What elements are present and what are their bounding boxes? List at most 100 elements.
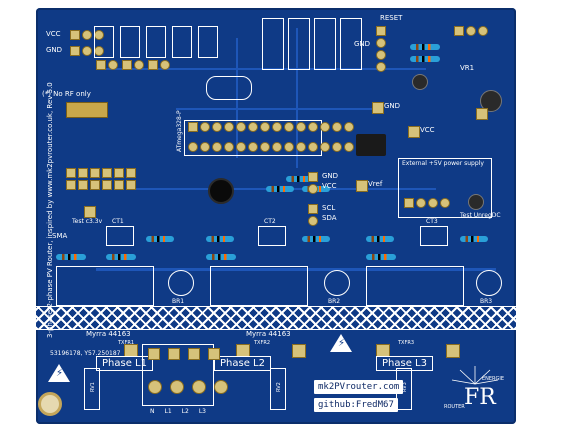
bridge-rectifier — [324, 270, 350, 296]
isolation-barrier — [36, 306, 516, 330]
electrolytic-cap — [208, 178, 234, 204]
ic-chip — [356, 134, 386, 156]
mounting-hole — [38, 392, 62, 416]
resistor — [206, 236, 234, 242]
capacitor — [468, 194, 484, 210]
phase-l2-label: Phase L2 — [214, 356, 271, 371]
board-title-vertical: 3-phase/2-phase PV Router, inspired by w… — [46, 82, 54, 338]
sda-label: SDA — [322, 214, 337, 222]
pin-header — [96, 60, 118, 70]
vcc-label: VCC — [322, 182, 337, 190]
pin-header — [454, 26, 488, 36]
regulator-label: VR1 — [460, 64, 475, 72]
connector-outline — [288, 18, 310, 70]
capacitor — [412, 74, 428, 90]
pin-header — [148, 60, 170, 70]
br3-label: BR3 — [480, 298, 493, 305]
pin-header — [122, 60, 144, 70]
ct1-connector — [106, 226, 134, 246]
mcu-socket — [184, 120, 322, 156]
resistor — [146, 236, 174, 242]
test-label: Test c3.3v — [72, 218, 103, 225]
txfr3-label: TXFR3 — [398, 340, 415, 346]
vcc-label: VCC — [420, 126, 435, 134]
connector-outline — [262, 18, 284, 70]
github-label: github:FredM67 — [314, 398, 398, 412]
gnd-pin-label: GND — [46, 46, 63, 54]
brand-router: ROUTER — [444, 404, 465, 410]
rf-pins — [66, 180, 136, 190]
terminal-pins — [148, 348, 220, 360]
txfr2-label: TXFR2 — [254, 340, 271, 346]
rv1-label: RV1 — [90, 382, 96, 392]
resistor — [206, 254, 236, 260]
pin-header — [70, 30, 104, 40]
brand-energie: ÉNERGIE — [482, 376, 505, 382]
rf-pins — [66, 168, 136, 178]
crystal-outline — [206, 76, 252, 100]
ct3-label: CT3 — [426, 218, 438, 225]
trace — [176, 108, 376, 110]
txfr1-label: TXFR1 — [118, 340, 135, 346]
no-rf-note: (*) No RF only — [42, 90, 91, 98]
connector-outline — [340, 18, 362, 70]
transformer-pad — [292, 344, 306, 358]
reset-header — [376, 26, 386, 72]
varistor-outline — [270, 368, 286, 410]
connector-outline — [172, 26, 192, 58]
trace — [96, 68, 426, 70]
vcc-pad — [408, 126, 420, 138]
ct1-label: CT1 — [112, 218, 124, 225]
vcc-pin-label: VCC — [46, 30, 61, 38]
test-unreg-label: Test UnregDC — [460, 212, 501, 219]
capacitor — [480, 90, 502, 112]
reset-label: RESET — [380, 14, 403, 22]
connector-outline — [198, 26, 218, 58]
resistor — [266, 186, 294, 192]
transformer-outline — [56, 266, 154, 306]
mcu-pins-bottom — [188, 142, 354, 152]
pad — [476, 108, 488, 120]
varistor-outline — [84, 368, 100, 410]
terminal-screws — [148, 380, 228, 394]
external-supply-box — [398, 158, 492, 218]
terminal-labels: N L1 L2 L3 — [150, 408, 206, 415]
resistor — [302, 236, 330, 242]
coords-label: 53196178, Y57.250187 — [50, 350, 121, 357]
svg-text:FR: FR — [464, 385, 497, 410]
terminal-l1: L1 — [164, 408, 172, 415]
gnd-pad — [372, 102, 384, 114]
resistor — [56, 254, 86, 260]
supply-pins — [404, 198, 450, 208]
connector-outline — [94, 26, 114, 58]
i2c-header — [308, 204, 318, 226]
brand-logo: FR ÉNERGIE ROUTER — [440, 364, 510, 414]
rf-module-pads — [66, 102, 108, 118]
resistor — [366, 254, 396, 260]
i2c-header — [308, 172, 318, 194]
test-pad — [84, 206, 96, 218]
transformer-outline — [366, 266, 464, 306]
ct3-connector — [420, 226, 448, 246]
sma-label: SMA — [52, 232, 68, 240]
vref-pad — [356, 180, 368, 192]
transformer-outline — [210, 266, 308, 306]
terminal-block — [142, 344, 214, 406]
terminal-n: N — [150, 408, 155, 415]
bridge-rectifier — [476, 270, 502, 296]
connector-outline — [120, 26, 140, 58]
ct2-connector — [258, 226, 286, 246]
warning-icon: ⚡ — [330, 334, 352, 352]
myrra-2-label: Myrra 44163 — [246, 330, 291, 338]
ct2-label: CT2 — [264, 218, 276, 225]
gnd-label: GND — [354, 40, 371, 48]
br2-label: BR2 — [328, 298, 341, 305]
gnd-label: GND — [322, 172, 339, 180]
br1-label: BR1 — [172, 298, 185, 305]
trace — [236, 38, 238, 158]
warning-icon: ⚡ — [48, 364, 70, 382]
trace — [296, 28, 298, 168]
resistor — [286, 176, 314, 182]
resistor — [460, 236, 488, 242]
resistor — [106, 254, 136, 260]
